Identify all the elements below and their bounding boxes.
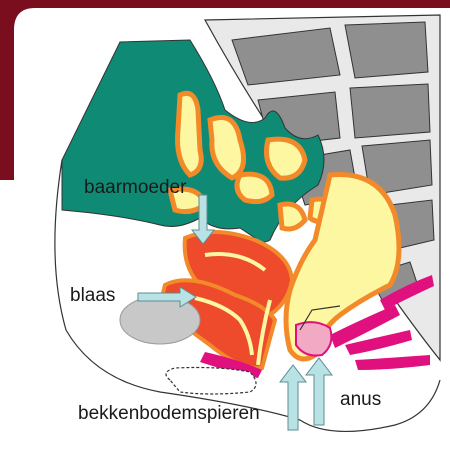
pubic-bone xyxy=(120,296,200,344)
label-uterus: baarmoeder xyxy=(84,178,186,197)
label-pelvic-floor-muscles: bekkenbodemspieren xyxy=(78,404,260,423)
perineum-outline xyxy=(166,368,256,395)
label-anus: anus xyxy=(340,390,381,409)
arrow-pelvic-floor xyxy=(280,365,306,430)
arrow-anus xyxy=(306,358,332,425)
label-bladder: blaas xyxy=(70,286,115,305)
